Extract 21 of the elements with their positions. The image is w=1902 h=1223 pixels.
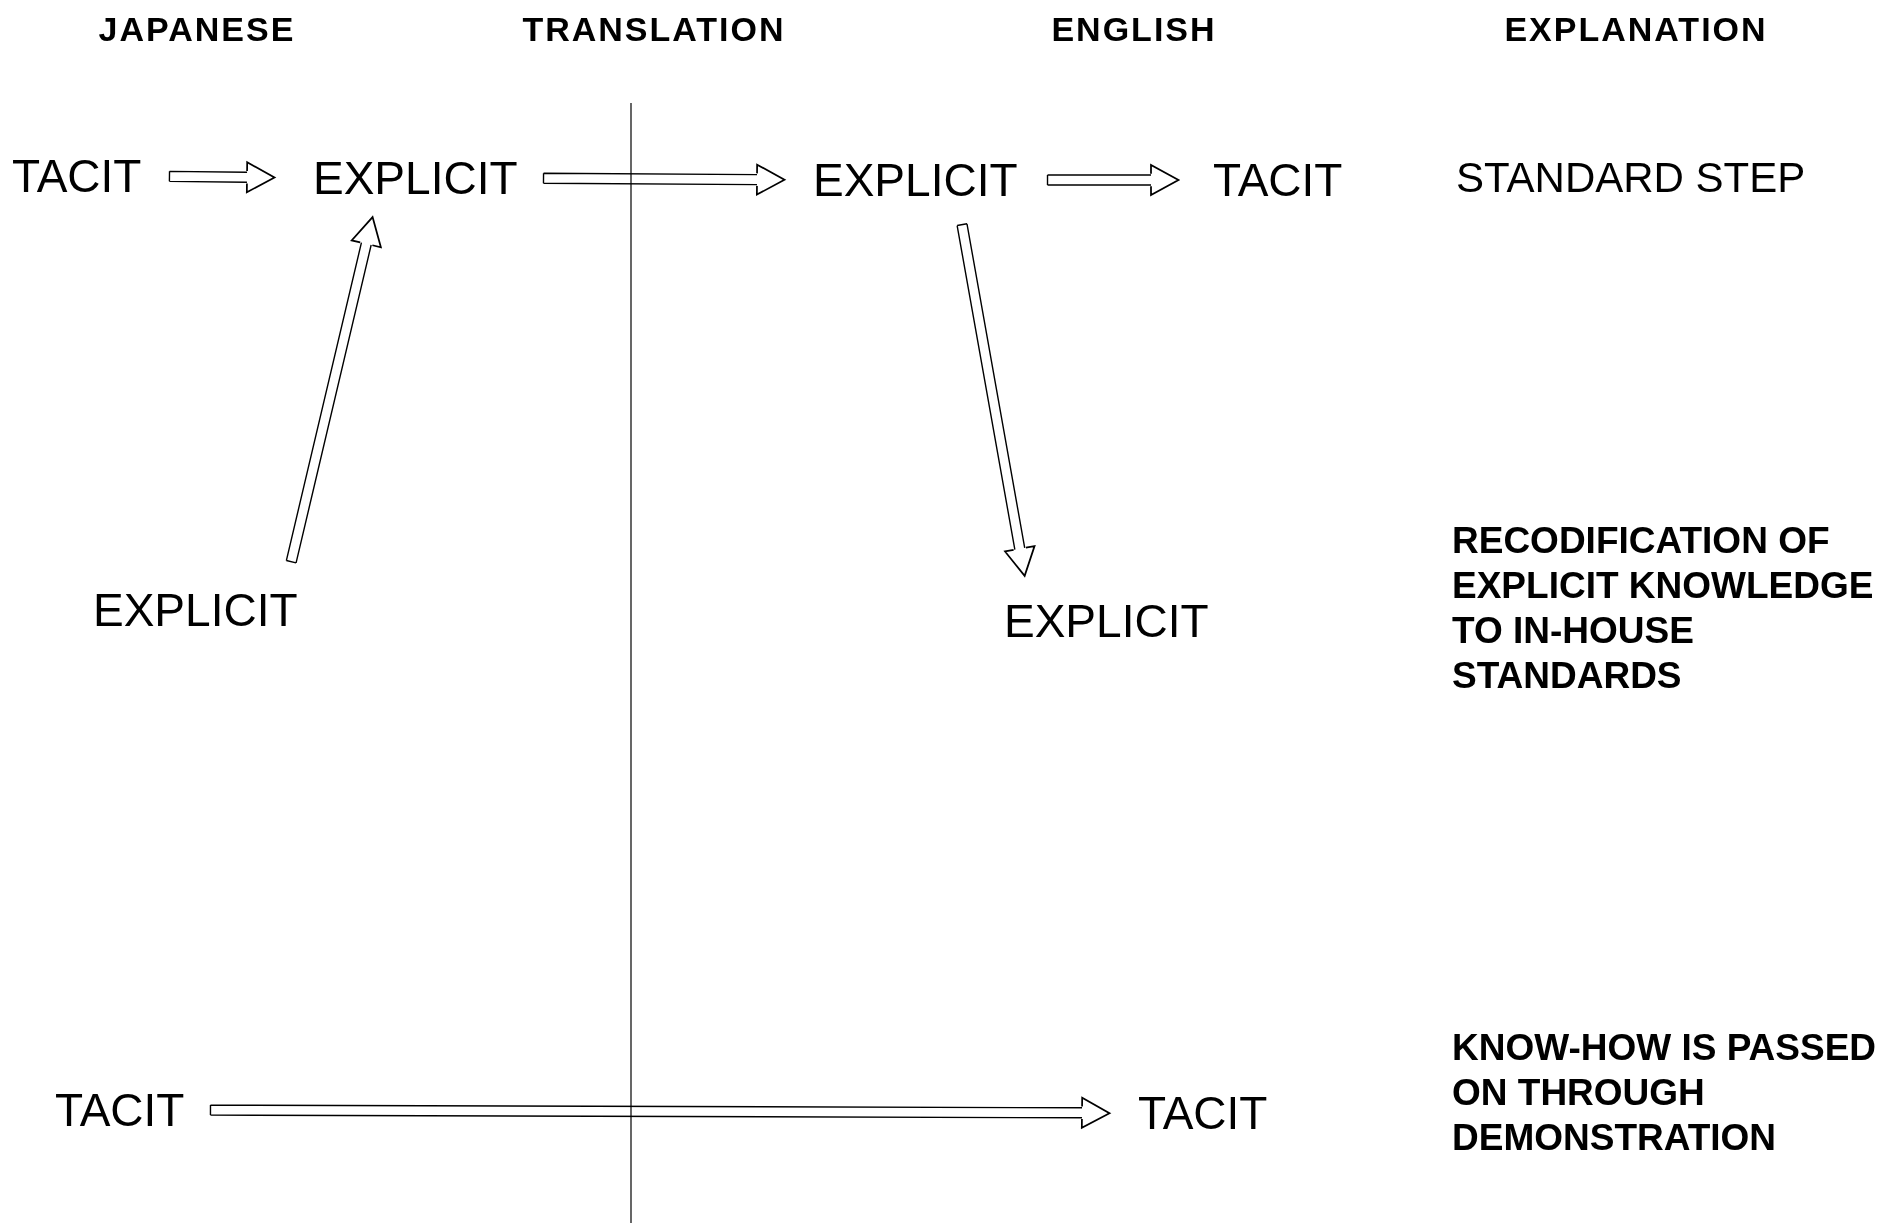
column-heading: EXPLANATION [1504,12,1768,46]
column-heading: JAPANESE [98,12,296,46]
term-text: EXPLICIT [813,157,1018,203]
term-text: TACIT [1138,1090,1268,1136]
hollow-arrow [1046,164,1180,196]
term-text: EXPLICIT [1004,598,1209,644]
hollow-arrow [956,223,1036,577]
explanation-text: RECODIFICATION OF EXPLICIT KNOWLEDGE TO IN-HOUSE STANDARDS [1452,519,1875,698]
explanation-text: STANDARD STEP [1456,157,1806,199]
term-text: TACIT [12,153,142,199]
term-text: EXPLICIT [313,155,518,201]
hollow-arrow [285,216,382,564]
column-heading: TRANSLATION [522,12,786,46]
column-heading: ENGLISH [1051,12,1217,46]
hollow-arrow [168,161,276,194]
hollow-arrow [542,163,786,196]
term-text: EXPLICIT [93,587,298,633]
term-text: TACIT [1213,157,1343,203]
hollow-arrow [209,1096,1111,1129]
term-text: TACIT [55,1087,185,1133]
explanation-text: KNOW-HOW IS PASSED ON THROUGH DEMONSTRATION [1452,1026,1878,1160]
